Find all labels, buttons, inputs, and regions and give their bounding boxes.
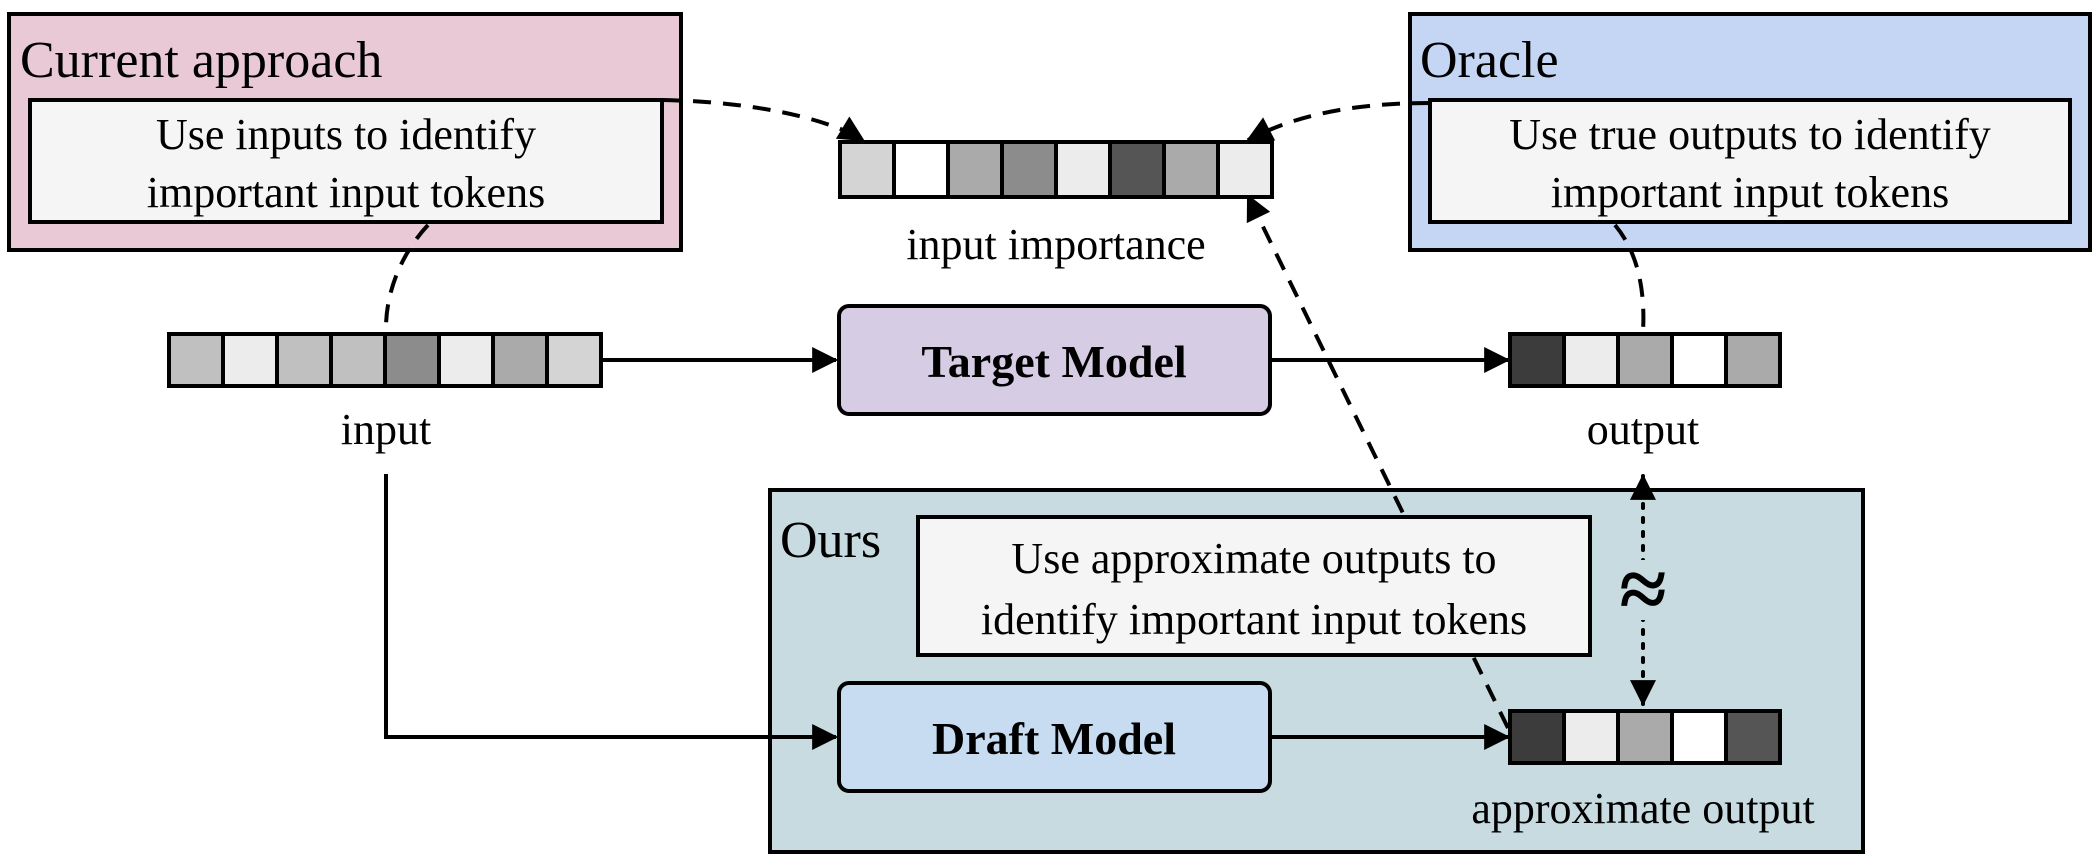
- input-token-6: [437, 332, 495, 388]
- oracle-textbox-bg: [1428, 98, 2072, 224]
- current-approach-textbox: Use inputs to identify important input t…: [28, 98, 664, 224]
- target-model-box: [837, 304, 1272, 416]
- oracle-text-line1: Use true outputs to identify: [1509, 110, 1991, 159]
- importance-token-8: [1216, 140, 1274, 199]
- approx-output-token-3: [1616, 709, 1674, 765]
- input-token-row: [167, 332, 603, 388]
- importance-token-6: [1108, 140, 1166, 199]
- arrow-input-to-draft: [384, 474, 839, 750]
- dashed-connector-current-to-importance: [662, 98, 865, 142]
- ours-textbox-bg: [916, 515, 1592, 657]
- ours-text-line2: identify important input tokens: [981, 595, 1527, 644]
- target-model: Target Model: [837, 304, 1272, 416]
- input-token-4: [329, 332, 387, 388]
- approx-symbol: ≈: [1619, 541, 1666, 637]
- target-model-label: Target Model: [921, 336, 1186, 387]
- output-token-3: [1616, 332, 1674, 388]
- approx-output-token-5: [1724, 709, 1782, 765]
- input-token-5: [383, 332, 441, 388]
- approx-output-token-4: [1670, 709, 1728, 765]
- dashed-connector-oracle-box-to-output: [1613, 223, 1646, 333]
- oracle-text-line2: important input tokens: [1551, 168, 1949, 217]
- importance-token-7: [1162, 140, 1220, 199]
- approx-output-token-row: [1508, 709, 1782, 765]
- importance-token-1: [838, 140, 896, 199]
- importance-token-2: [892, 140, 950, 199]
- draft-model-box: [837, 681, 1272, 793]
- output-token-1: [1508, 332, 1566, 388]
- input-token-1: [167, 332, 225, 388]
- ours-panel-title: Ours: [780, 512, 881, 569]
- current-approach-text-line2: important input tokens: [147, 168, 545, 217]
- current-approach-textbox-bg: [28, 98, 664, 224]
- input-token-2: [221, 332, 279, 388]
- importance-token-row: [838, 140, 1274, 199]
- oracle-textbox: Use true outputs to identify important i…: [1428, 98, 2072, 224]
- output-token-row: [1508, 332, 1782, 388]
- dashed-connector-current-box-to-input: [383, 223, 430, 333]
- approx-output-token-1: [1508, 709, 1566, 765]
- current-approach-title: Current approach: [20, 32, 382, 89]
- input-token-3: [275, 332, 333, 388]
- oracle-title: Oracle: [1420, 32, 1559, 89]
- output-token-5: [1724, 332, 1782, 388]
- input-token-7: [491, 332, 549, 388]
- approx-output-token-2: [1562, 709, 1620, 765]
- importance-token-4: [1000, 140, 1058, 199]
- approx-output-label: approximate output: [1471, 784, 1814, 833]
- dashed-connector-oracle-to-importance: [1246, 101, 1431, 142]
- output-token-2: [1562, 332, 1620, 388]
- current-approach-text-line1: Use inputs to identify: [156, 110, 536, 159]
- output-token-4: [1670, 332, 1728, 388]
- approx-symbol-backdrop: [1612, 560, 1674, 620]
- output-label: output: [1587, 405, 1699, 454]
- input-token-8: [545, 332, 603, 388]
- draft-model-label: Draft Model: [932, 713, 1176, 764]
- ours-text-line1: Use approximate outputs to: [1011, 534, 1496, 583]
- input-label: input: [341, 405, 431, 454]
- importance-label: input importance: [906, 220, 1205, 269]
- importance-token-3: [946, 140, 1004, 199]
- draft-model: Draft Model: [837, 681, 1272, 793]
- ours-textbox: Use approximate outputs to identify impo…: [916, 515, 1592, 657]
- importance-token-5: [1054, 140, 1112, 199]
